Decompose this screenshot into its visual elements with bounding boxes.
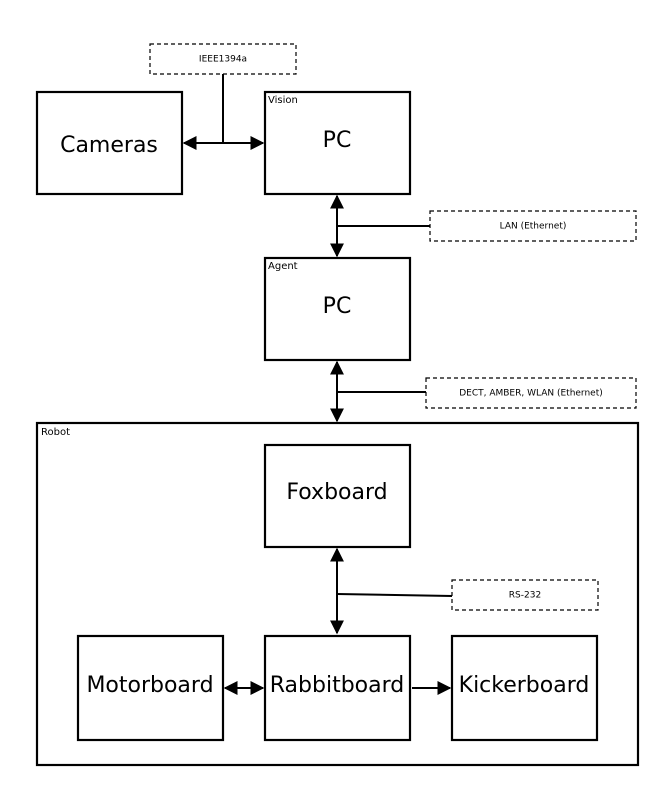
ieee1394a-note-label: IEEE1394a <box>199 55 247 65</box>
rabbitboard-box <box>263 634 412 742</box>
rabbitboard-label: Rabbitboard <box>270 673 404 698</box>
cameras-box <box>35 90 184 196</box>
dect-note-box <box>425 377 637 409</box>
kickerboard-box <box>450 634 599 742</box>
rs232-note-label: RS-232 <box>509 591 541 601</box>
agent-pc-group-label: Agent <box>268 261 298 272</box>
cameras-label: Cameras <box>60 133 158 158</box>
rs232-note-box <box>451 579 599 611</box>
foxboard-label: Foxboard <box>286 480 387 505</box>
robot-group-label: Robot <box>41 427 70 438</box>
kickerboard-label: Kickerboard <box>459 673 590 698</box>
lan-note-label: LAN (Ethernet) <box>500 222 567 232</box>
vision-pc-label: PC <box>323 128 352 153</box>
dect-note-label: DECT, AMBER, WLAN (Ethernet) <box>459 389 603 399</box>
vision-pc-box <box>263 90 412 196</box>
agent-pc-box <box>263 256 412 362</box>
vision-pc-group-label: Vision <box>268 95 298 106</box>
rs232-connector <box>336 593 453 597</box>
motorboard-box <box>76 634 225 742</box>
agent-pc-label: PC <box>323 294 352 319</box>
motorboard-label: Motorboard <box>86 673 213 698</box>
lan-note-box <box>429 210 637 242</box>
foxboard-box <box>263 443 412 549</box>
ieee1394a-note-box <box>149 43 297 75</box>
